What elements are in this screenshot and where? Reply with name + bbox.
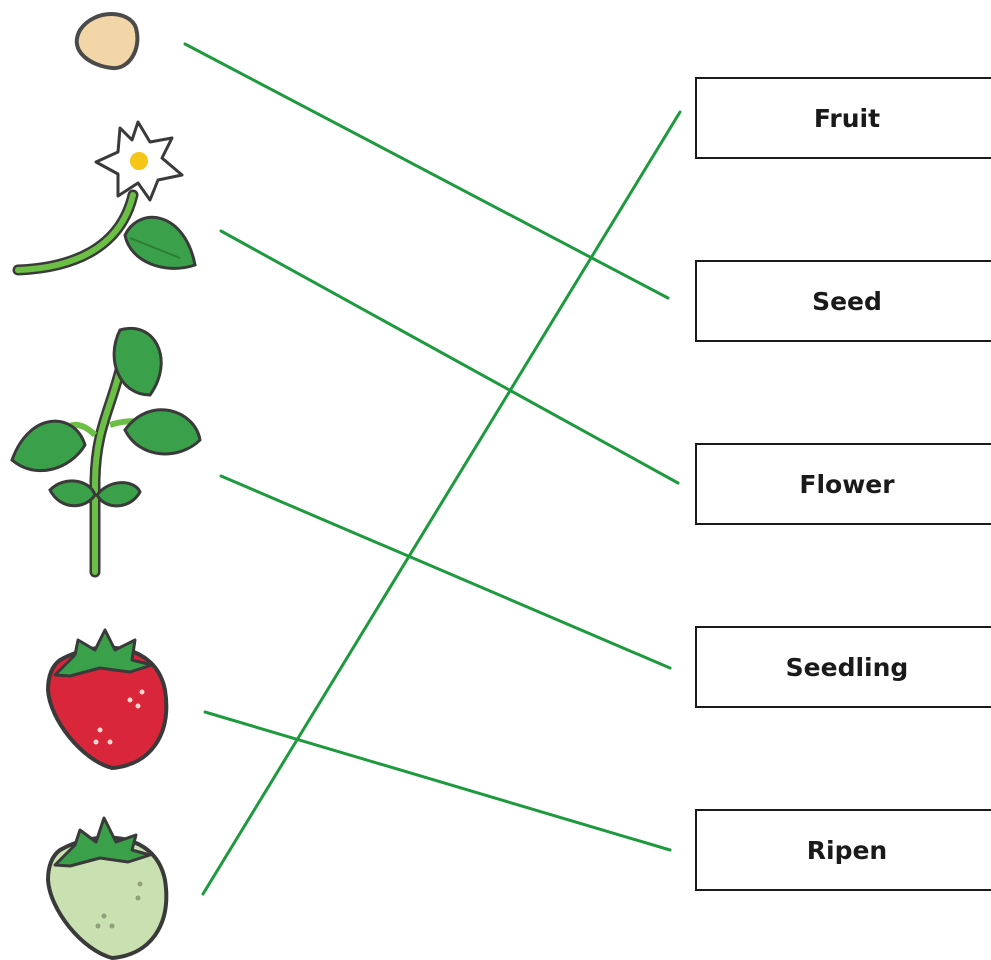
- match-line-seed: [183, 42, 670, 300]
- seed-icon[interactable]: [74, 12, 140, 71]
- seedling-icon[interactable]: [10, 327, 202, 578]
- green-strawberry-icon[interactable]: [45, 816, 169, 960]
- match-line-seedling: [219, 474, 672, 670]
- label-box-ripen[interactable]: Ripen: [695, 809, 991, 891]
- label-box-flower[interactable]: Flower: [695, 443, 991, 525]
- match-line-ripen: [201, 110, 682, 896]
- label-flower: Flower: [799, 469, 895, 499]
- label-seedling: Seedling: [785, 652, 909, 682]
- label-box-fruit[interactable]: Fruit: [695, 77, 991, 159]
- red-strawberry-icon[interactable]: [45, 628, 169, 771]
- match-line-flower: [219, 229, 680, 485]
- label-box-seedling[interactable]: Seedling: [695, 626, 991, 708]
- match-line-fruit: [203, 710, 672, 852]
- label-seed: Seed: [812, 286, 882, 316]
- label-fruit: Fruit: [813, 103, 881, 133]
- label-ripen: Ripen: [806, 835, 888, 865]
- flower-icon[interactable]: [12, 120, 197, 276]
- label-box-seed[interactable]: Seed: [695, 260, 991, 342]
